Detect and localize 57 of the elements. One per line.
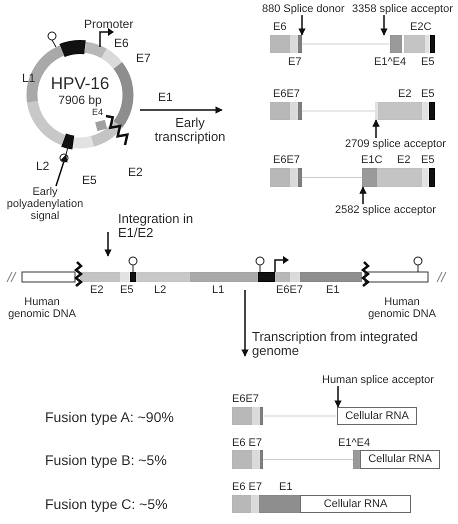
region-label: Human genomic DNA xyxy=(7,296,77,320)
leader-arrow xyxy=(55,154,68,186)
splice-site-label: 3358 splice acceptor xyxy=(352,3,453,16)
gene-label: E6 E7 xyxy=(232,437,262,450)
gene-label: L2 xyxy=(154,284,166,296)
splice-site-label: 880 Splice donor xyxy=(262,3,345,16)
gene-label: E1 xyxy=(158,91,173,104)
leader-arrow xyxy=(359,186,367,204)
gene-label: E5 xyxy=(82,174,97,188)
gene-label: E6E7 xyxy=(273,154,300,166)
leader-arrow xyxy=(334,386,342,408)
genome-size: 7906 bp xyxy=(57,94,103,107)
gene-label: E1C xyxy=(361,154,382,166)
genome-name: HPV-16 xyxy=(50,75,110,94)
cellular-rna-box: Cellular RNA xyxy=(360,450,440,469)
gene-label: E6E7 xyxy=(232,393,259,406)
gene-label: E5 xyxy=(120,284,134,296)
gene-label: E2 xyxy=(398,88,412,100)
gene-label: E5 xyxy=(421,56,434,68)
gene-label: L1 xyxy=(212,284,224,296)
gene-label: E7 xyxy=(288,56,302,68)
splice-site-label: Human splice acceptor xyxy=(322,374,434,386)
gene-label: E1 xyxy=(279,481,292,494)
gene-label: E6 E7 xyxy=(232,481,262,494)
region-label: Human genomic DNA xyxy=(367,296,437,320)
gene-label: E2 xyxy=(90,284,104,296)
gene-label: E2 xyxy=(397,154,410,166)
gene-label: E1^E4 xyxy=(338,437,370,450)
gene-label: Promoter xyxy=(84,18,134,32)
annotation-text: Early polyadenylation signal xyxy=(2,186,88,222)
fusion-type-label: Fusion type C: ~5% xyxy=(45,497,168,512)
arrow xyxy=(140,106,223,114)
fusion-type-label: Fusion type B: ~5% xyxy=(45,453,167,468)
cellular-rna-box: Cellular RNA xyxy=(300,495,411,513)
gene-label: E6E7 xyxy=(273,88,300,100)
gene-label: L2 xyxy=(36,160,50,174)
leader-arrow xyxy=(372,119,380,138)
gene-label: E2C xyxy=(410,21,432,34)
gene-label: E6E7 xyxy=(276,284,303,296)
splice-site-label: 2582 splice acceptor xyxy=(335,204,436,216)
gene-label: E4 xyxy=(92,108,104,118)
arrow xyxy=(104,232,112,257)
gene-label: E7 xyxy=(136,52,151,66)
gene-label: E6 xyxy=(114,37,129,50)
gene-label: L1 xyxy=(22,72,36,86)
gene-label: E2 xyxy=(128,166,143,180)
gene-label: E5 xyxy=(421,88,434,100)
gene-label: E1^E4 xyxy=(374,56,406,68)
cellular-rna-box: Cellular RNA xyxy=(337,407,417,425)
gene-label: E1 xyxy=(326,284,340,296)
gene-label: E6 xyxy=(273,21,286,34)
gene-label: E5 xyxy=(421,154,434,166)
leader-arrow xyxy=(298,15,306,36)
arrow xyxy=(241,290,249,357)
splice-site-label: 2709 splice acceptor xyxy=(345,138,446,150)
fusion-type-label: Fusion type A: ~90% xyxy=(45,410,174,426)
leader-arrow xyxy=(380,15,388,36)
